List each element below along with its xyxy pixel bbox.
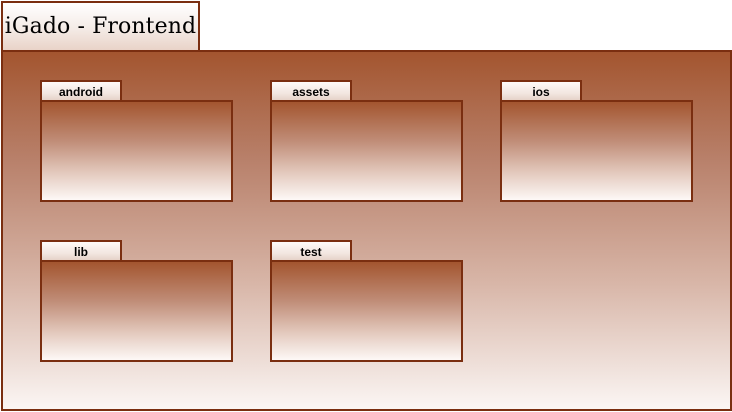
package-body	[500, 100, 693, 202]
package-android[interactable]: android	[40, 80, 233, 202]
package-assets[interactable]: assets	[270, 80, 463, 202]
package-tab: ios	[500, 80, 582, 101]
package-label: assets	[292, 84, 330, 99]
package-label: ios	[532, 84, 550, 99]
package-ios[interactable]: ios	[500, 80, 693, 202]
package-test[interactable]: test	[270, 240, 463, 362]
package-body	[270, 260, 463, 362]
package-tab: android	[40, 80, 122, 101]
package-label: android	[59, 84, 103, 99]
package-body	[40, 260, 233, 362]
outer-package-tab: iGado - Frontend	[1, 1, 200, 50]
package-body	[270, 100, 463, 202]
package-tab: lib	[40, 240, 122, 261]
package-lib[interactable]: lib	[40, 240, 233, 362]
package-label: test	[300, 244, 322, 259]
package-tab: assets	[270, 80, 352, 101]
package-tab: test	[270, 240, 352, 261]
package-body	[40, 100, 233, 202]
outer-package-title: iGado - Frontend	[4, 14, 197, 39]
package-label: lib	[74, 244, 88, 259]
